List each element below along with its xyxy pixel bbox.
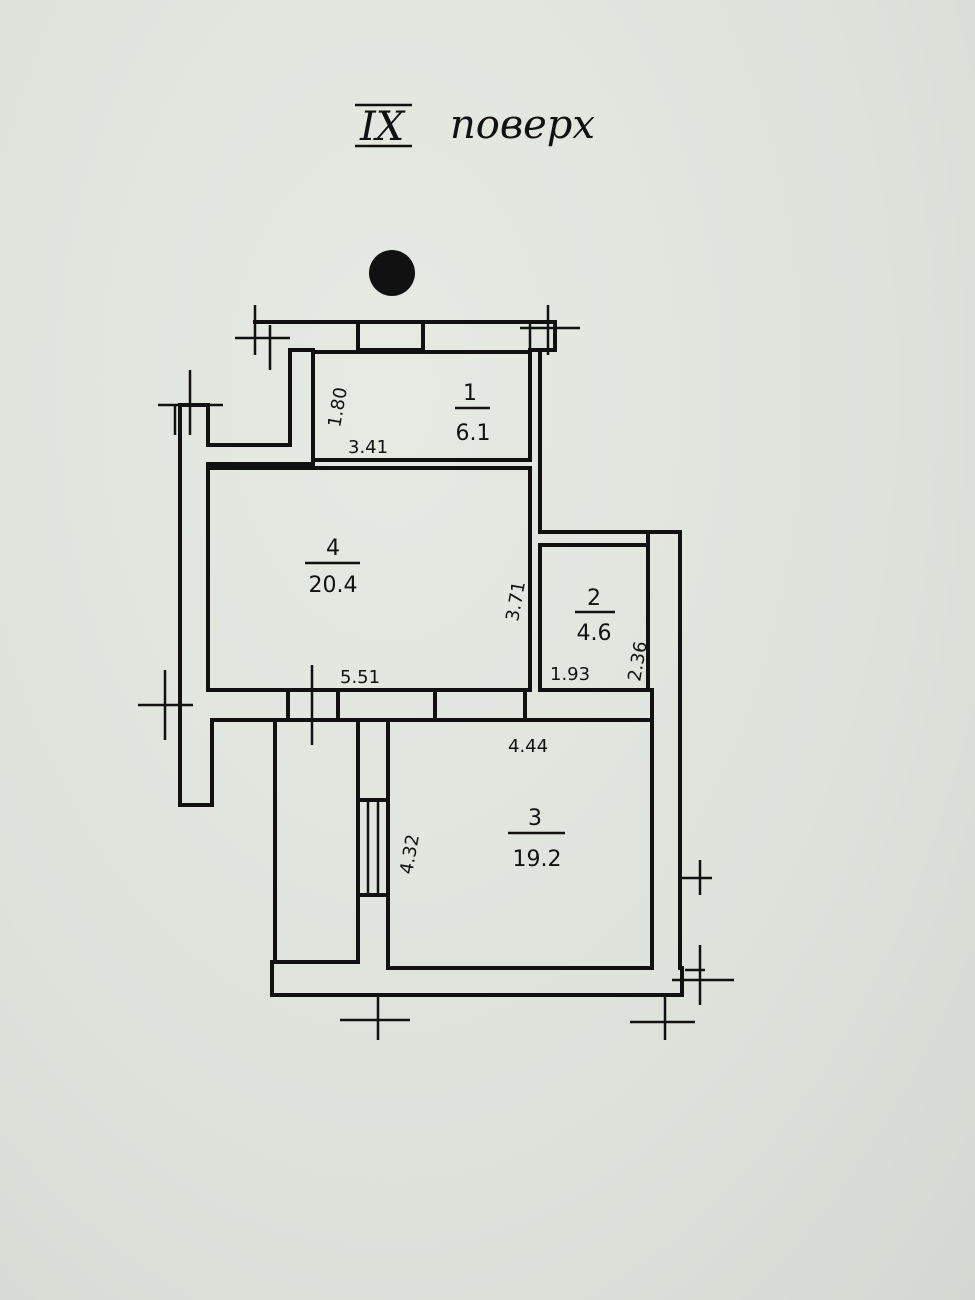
- svg-text:6.1: 6.1: [456, 421, 491, 446]
- floor-word: поверх: [450, 102, 595, 148]
- svg-text:20.4: 20.4: [309, 573, 358, 598]
- floor-title: IX поверх: [355, 102, 595, 150]
- svg-text:1: 1: [463, 381, 477, 406]
- svg-text:4.6: 4.6: [577, 621, 612, 646]
- svg-text:3: 3: [528, 806, 542, 831]
- svg-text:4.44: 4.44: [508, 736, 548, 757]
- svg-text:3.41: 3.41: [348, 437, 388, 458]
- room-3: 3 19.2 4.44 4.32: [396, 736, 565, 876]
- svg-text:4: 4: [326, 536, 340, 561]
- room-2: 2 4.6 1.93 2.36: [550, 586, 652, 685]
- filled-circle-icon: [369, 250, 415, 296]
- svg-text:3.71: 3.71: [502, 580, 530, 623]
- floor-numeral: IX: [359, 104, 406, 150]
- room-4: 4 20.4 5.51 3.71: [305, 536, 530, 688]
- room-1: 1 6.1 3.41 1.80: [324, 381, 490, 458]
- svg-text:4.32: 4.32: [396, 833, 424, 876]
- svg-text:5.51: 5.51: [340, 667, 380, 688]
- svg-text:1.93: 1.93: [550, 664, 590, 685]
- walls: [178, 320, 684, 997]
- svg-text:19.2: 19.2: [513, 847, 562, 872]
- axis-ticks: [138, 305, 734, 1040]
- svg-text:2: 2: [587, 586, 601, 611]
- svg-text:1.80: 1.80: [324, 386, 352, 429]
